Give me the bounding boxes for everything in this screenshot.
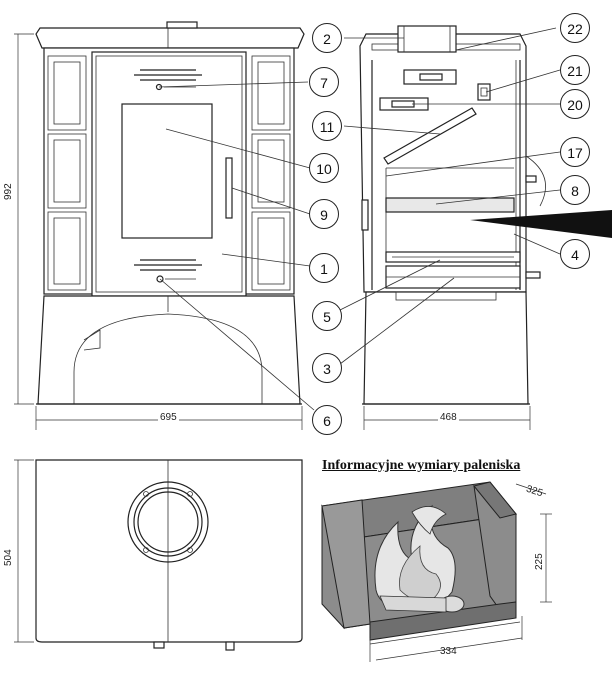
side-section-view	[359, 25, 612, 430]
leader-lines	[158, 27, 561, 411]
dim-chamber-width: 334	[440, 646, 457, 657]
callout-5: 5	[312, 301, 342, 331]
top-view	[14, 459, 303, 651]
callout-11: 11	[312, 111, 342, 141]
callout-7: 7	[309, 67, 339, 97]
callout-21: 21	[560, 55, 590, 85]
callout-2: 2	[312, 23, 342, 53]
firebox-heading: Informacyjne wymiary paleniska	[322, 458, 521, 473]
callout-10: 10	[309, 153, 339, 183]
dim-front-width: 695	[158, 412, 179, 423]
callout-4: 4	[560, 239, 590, 269]
firebox-diagram	[321, 481, 552, 662]
callout-22: 22	[560, 13, 590, 43]
dim-chamber-height: 225	[534, 553, 545, 570]
dim-front-height: 992	[3, 183, 14, 200]
callout-6: 6	[312, 405, 342, 435]
callout-17: 17	[560, 137, 590, 167]
callout-1: 1	[309, 253, 339, 283]
front-view	[14, 21, 305, 430]
dim-top-depth: 504	[3, 549, 14, 566]
callout-3: 3	[312, 353, 342, 383]
callout-8: 8	[560, 175, 590, 205]
dim-side-depth: 468	[438, 412, 459, 423]
callout-20: 20	[560, 89, 590, 119]
callout-9: 9	[309, 199, 339, 229]
